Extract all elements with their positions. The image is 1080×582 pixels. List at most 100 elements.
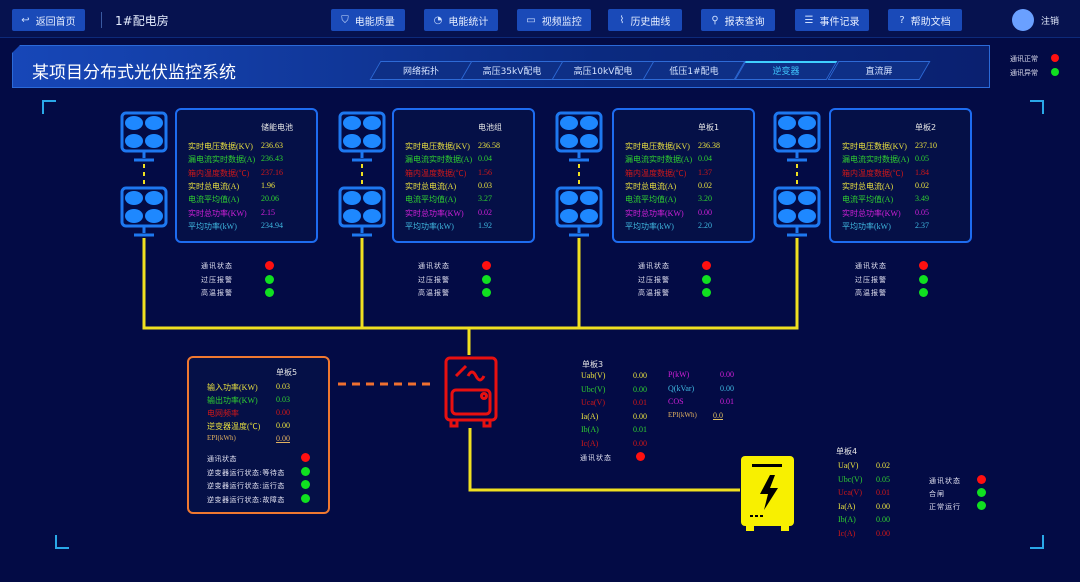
data-panel-1 (392, 108, 535, 243)
metric-label: 实时电压数据(KV) (405, 142, 470, 151)
metric-value: 2.15 (261, 207, 275, 217)
status-label: 高温报警 (638, 289, 670, 297)
back-home-button[interactable]: ↩返回首页 (12, 9, 85, 31)
metric-value: 20.06 (261, 194, 279, 204)
metric-label: 平均功率(kW) (842, 221, 891, 231)
legend-normal: 通讯正常 (1010, 55, 1038, 63)
status-dot (919, 274, 928, 284)
metric-label: 实时总功率(KW) (625, 208, 684, 218)
status-dot (265, 288, 274, 297)
data-panel-3 (829, 108, 972, 243)
metric-value: 1.37 (698, 167, 712, 177)
legend-normal-dot (1051, 54, 1059, 62)
status-label: 通讯状态 (207, 455, 237, 463)
nav-icon: ◔ (433, 14, 443, 26)
metric-label: 箱内温度数据(℃) (188, 168, 250, 178)
nav-label: 历史曲线 (630, 16, 671, 28)
metric-value: 1.56 (478, 167, 492, 177)
tab-label-2[interactable]: 高压10kV配电 (573, 67, 633, 77)
corner-bracket (42, 100, 56, 114)
nav-button-4[interactable]: ⚲报表查询 (701, 9, 775, 31)
nav-label: 事件记录 (819, 16, 860, 28)
metric-value: 0.00 (720, 383, 734, 393)
nav-button-3[interactable]: ⌇历史曲线 (608, 9, 682, 31)
status-label: 通讯状态 (855, 262, 887, 270)
metric-value: 0.00 (276, 408, 290, 417)
metric-value: 0.02 (915, 180, 929, 190)
status-label: 通讯状态 (580, 454, 612, 462)
status-dot (265, 261, 274, 270)
tab-label-4[interactable]: 逆变器 (772, 67, 800, 77)
metric-label: 平均功率(kW) (188, 221, 237, 231)
corner-bracket (55, 535, 69, 549)
nav-button-5[interactable]: ☰事件记录 (795, 9, 869, 31)
panel-title: 储能电池 (261, 123, 293, 132)
solar-panel-icon (120, 111, 168, 237)
status-label: 正常运行 (929, 503, 961, 511)
metric-label: 漏电流实时数据(A) (405, 155, 473, 165)
metric-label: 实时总电流(A) (188, 181, 240, 191)
status-label: 通讯状态 (638, 262, 670, 270)
metric-value: 0.02 (698, 180, 712, 190)
back-label: 返回首页 (35, 16, 76, 28)
metric-value: 236.43 (261, 154, 283, 164)
tab-label-1[interactable]: 高压35kV配电 (482, 67, 542, 77)
metric-value: 1.84 (915, 167, 929, 177)
metric-value: 0.00 (720, 370, 734, 379)
solar-panel-icon (338, 111, 386, 237)
metric-value: 0.01 (633, 398, 647, 407)
metric-value: 3.27 (478, 194, 492, 204)
metric-value: 0.00 (276, 434, 290, 443)
metric-label: 实时总功率(KW) (842, 208, 901, 218)
tab-label-5[interactable]: 直流屏 (865, 67, 893, 77)
metric-label: 输出功率(KW) (207, 396, 258, 405)
status-dot (977, 475, 986, 484)
metric-label: 箱内温度数据(℃) (625, 168, 687, 178)
legend-abnormal-dot (1051, 68, 1059, 76)
user-avatar[interactable] (1012, 9, 1034, 31)
inverter-icon (444, 356, 498, 428)
panel-title: 单板1 (698, 123, 720, 132)
metric-label: Ia(A) (581, 411, 599, 421)
metric-label: 漏电流实时数据(A) (188, 155, 256, 165)
metric-value: 234.94 (261, 220, 283, 230)
metric-value: 1.92 (478, 220, 492, 230)
tab-label-0[interactable]: 网络拓扑 (402, 67, 439, 77)
nav-button-6[interactable]: ?帮助文档 (888, 9, 962, 31)
status-dot (482, 288, 491, 297)
status-label: 过压报警 (638, 275, 670, 284)
data-panel-2 (612, 108, 755, 243)
legend-abnormal: 通讯异常 (1010, 69, 1038, 77)
metric-value: 0.00 (633, 411, 647, 421)
power-lines (142, 238, 799, 492)
status-dot (301, 466, 310, 476)
metric-label: Uab(V) (581, 371, 606, 380)
logout-link[interactable]: 注销 (1041, 17, 1060, 27)
metric-value: 0.00 (876, 501, 890, 511)
metric-label: 实时电压数据(KV) (625, 142, 690, 151)
status-label: 通讯状态 (201, 262, 233, 270)
metric-label: Ubc(V) (838, 474, 863, 484)
metric-value: 0.01 (633, 425, 647, 434)
board3-title: 单板3 (582, 360, 604, 369)
metric-value: 0.03 (478, 180, 492, 190)
nav-icon: ▭ (526, 14, 536, 26)
status-label: 过压报警 (201, 275, 233, 284)
nav-label: 帮助文档 (910, 16, 951, 28)
metric-label: 电流平均值(A) (405, 195, 457, 205)
metric-label: EPI(kWh) (668, 410, 697, 419)
nav-button-1[interactable]: ◔电能统计 (424, 9, 498, 31)
nav-button-2[interactable]: ▭视频监控 (517, 9, 591, 31)
metric-label: 平均功率(kW) (405, 221, 454, 231)
nav-button-0[interactable]: ⛉电能质量 (331, 9, 405, 31)
metric-label: 电流平均值(A) (625, 195, 677, 205)
metric-label: 漏电流实时数据(A) (625, 155, 693, 165)
tab-label-3[interactable]: 低压1#配电 (669, 67, 719, 77)
status-dot (301, 493, 310, 503)
metric-value: 236.58 (478, 141, 500, 150)
metric-label: 电网频率 (207, 409, 239, 418)
metric-label: COS (668, 397, 684, 406)
metric-value: 0.0 (713, 410, 723, 420)
metric-value: 0.00 (698, 207, 712, 217)
